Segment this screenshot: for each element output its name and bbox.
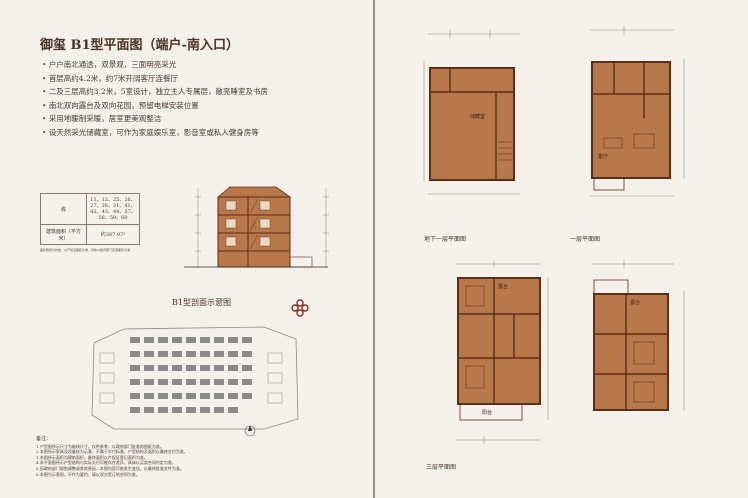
second-floor-outline (457, 277, 541, 405)
spec-value: 约387.97² (86, 224, 140, 245)
feature-item: 设天然采光储藏室，可作为家庭娱乐室，影音室或私人健身房等 (42, 126, 268, 140)
second-floor-plan: 露台 阳台 (456, 260, 549, 444)
site-edge-blocks (99, 352, 283, 404)
room-label-terrace: 露台 (630, 299, 640, 306)
site-boundary (91, 326, 299, 430)
site-plan (91, 326, 299, 437)
notes-title: 备注： (36, 436, 52, 442)
stair-icon (498, 141, 512, 161)
spec-row-buildings: 栋 11、12、25、26、27、28、31、41、42、43、44、57、58… (40, 192, 140, 226)
section-floors (218, 197, 290, 267)
second-floor-walls (458, 278, 540, 404)
third-floor-outline (593, 293, 669, 411)
spec-table: 栋 11、12、25、26、27、28、31、41、42、43、44、57、58… (40, 192, 140, 245)
section-windows (225, 200, 271, 247)
compass-icon (244, 425, 256, 437)
third-floor-roof-terrace (593, 279, 629, 295)
dimension-lines (590, 26, 685, 197)
dimension-lines (423, 30, 520, 195)
first-floor-outline (591, 61, 671, 179)
room-label-storage: 储藏室 (470, 113, 485, 120)
third-floor-walls (594, 294, 668, 410)
section-dimension-right (323, 188, 329, 268)
plan-label-third: 三层平面图 (426, 464, 457, 471)
site-blocks (130, 337, 252, 413)
notes-block: 备注： 1.户型图所示尺寸为轴线尺寸，仅供参考，以政府部门批准的图纸为准。 2.… (36, 436, 356, 477)
section-drawing (184, 186, 329, 268)
dimension-lines (592, 260, 685, 410)
feature-item: 户户南北通透，双景观，三面明亮采光 (42, 58, 268, 72)
feature-item: 南北双向露台及双向花园，预留电梯安装位置 (42, 99, 268, 113)
section-caption: B1型剖面示意图 (172, 298, 231, 307)
note-line: 4.本平面图所示户型结构与实际交付可能存在差异，具体以买卖合同约定为准。 (36, 460, 176, 466)
first-floor-plan: 客厅 (590, 26, 685, 197)
basement-outline (429, 67, 515, 181)
note-line: 2.本图所示家具及设备仅为示意，不属于交付标准，户型结构及面积以最终交付为准。 (36, 449, 188, 455)
feature-item: 首层高约4.2米，约7米开阔客厅连餐厅 (42, 72, 268, 86)
bed-icon (465, 285, 485, 389)
basement-walls (430, 68, 514, 180)
note-line: 3.本图所示面积为建筑面积，最终面积以产权证登记面积为准。 (36, 454, 148, 460)
feature-item: 二及三层高约3.2米，5室设计，独立主人专属层，敞亮睡室及书房 (42, 85, 268, 99)
section-dimension-left (195, 188, 201, 268)
section-roof (216, 186, 292, 198)
dimension-lines (456, 260, 549, 444)
note-line: 1.户型图所示尺寸为轴线尺寸，仅供参考，以政府部门批准的图纸为准。 (36, 443, 164, 449)
feature-list: 户户南北通透，双景观，三面明亮采光 首层高约4.2米，约7米开阔客厅连餐厅 二及… (42, 58, 268, 140)
lucky-knot-icon (290, 298, 310, 322)
room-label-balcony: 阳台 (482, 409, 492, 416)
page-title: 御玺 B1型平面图（端户-南入口） (40, 38, 239, 53)
room-label-living: 客厅 (598, 153, 608, 160)
plan-label-basement: 地下一层平面图 (424, 236, 467, 243)
second-floor-terrace (459, 403, 523, 421)
left-panel: 御玺 B1型平面图（端户-南入口） 户户南北通透，双景观，三面明亮采光 首层高约… (0, 0, 372, 498)
note-line: 5.因政府部门规划调整或其他原因，本图内容可能发生变化，以最终批准文件为准。 (36, 465, 184, 471)
plan-label-first: 一层平面图 (570, 236, 601, 243)
feature-item: 采用地暖制采暖，居室更美观整洁 (42, 112, 268, 126)
first-floor-porch (593, 177, 625, 191)
spec-label: 建筑面积（平方米） (40, 224, 87, 245)
page-fold-line (373, 0, 375, 498)
spec-note: 面积数值为约数，以产权证面积为准，具体以政府部门实测面积为准 (40, 248, 131, 252)
spec-label: 栋 (40, 192, 87, 226)
right-panel: 储藏室 地下一层平面图 客厅 一层平面图 (378, 0, 748, 498)
first-floor-walls (592, 62, 670, 118)
section-stairs (249, 198, 259, 250)
spec-value: 11、12、25、26、27、28、31、41、42、43、44、57、58、5… (86, 192, 140, 226)
bed-icon (633, 341, 655, 403)
third-floor-plan: 露台 (592, 260, 685, 411)
spec-row-area: 建筑面积（平方米） 约387.97² (40, 224, 140, 245)
room-label-terrace: 露台 (498, 283, 508, 290)
sofa-icon (603, 133, 655, 149)
basement-floor-plan: 储藏室 (423, 30, 520, 195)
note-line: 6.本图为示意图，不作为要约，请以双方签订的合同为准。 (36, 471, 140, 477)
section-ground-terrace (289, 256, 313, 268)
